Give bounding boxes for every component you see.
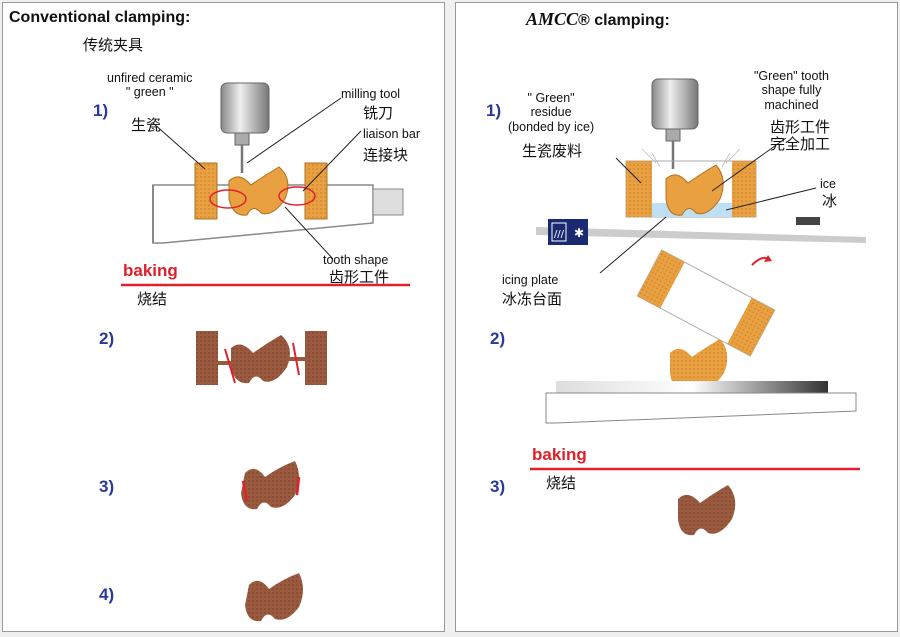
- label-ice-cn: 冰: [822, 193, 838, 210]
- freed-tooth-green: [670, 339, 728, 390]
- leader-lines: [152, 97, 362, 260]
- svg-text:✱: ✱: [574, 226, 584, 240]
- conventional-diagram: [121, 82, 410, 622]
- green-residue-left: [626, 161, 652, 217]
- green-residue-right: [732, 161, 756, 217]
- step-3-number: 3): [490, 477, 506, 496]
- step-2-number: 2): [490, 329, 506, 348]
- baking-label: baking: [123, 261, 178, 280]
- label-liaison-bar-cn: 连接块: [363, 147, 409, 164]
- left-title-cn: 传统夹具: [83, 37, 144, 54]
- step3-figure: [241, 461, 301, 510]
- label-icing-plate: icing plate: [502, 273, 559, 287]
- milling-tool: [220, 82, 270, 173]
- conventional-clamping-panel: Conventional clamping: 传统夹具 unfired cera…: [2, 2, 445, 632]
- right-title-suffix: ® clamping:: [578, 12, 670, 29]
- plate-step2: [545, 381, 857, 424]
- green-block-right: [304, 162, 328, 220]
- label-tooth-shape: tooth shape: [323, 253, 389, 267]
- tooth-shape-green: [665, 164, 724, 216]
- liaison-bar-right: [278, 186, 316, 206]
- milling-tool: [651, 78, 699, 169]
- step-1-number: 1): [93, 101, 109, 120]
- icing-plate: /// ✱: [536, 217, 866, 245]
- rotation-arrow-head: [764, 255, 772, 262]
- leader-lines: [599, 137, 817, 274]
- right-title: AMCC® clamping:: [526, 9, 670, 30]
- label-milling-tool: milling tool: [341, 87, 401, 101]
- label-tooth-machined: "Green" tooth shape fully machined: [754, 69, 829, 112]
- step-2-number: 2): [99, 329, 115, 348]
- label-ice: ice: [820, 177, 836, 191]
- milling-chips: [641, 148, 741, 168]
- label-liaison-bar: liaison bar: [363, 127, 420, 141]
- step-3-number: 3): [99, 477, 115, 496]
- left-title: Conventional clamping:: [9, 9, 191, 26]
- svg-text:///: ///: [554, 229, 565, 240]
- step2-figure: [196, 331, 327, 385]
- label-unfired-ceramic: unfired ceramic " green ": [107, 71, 193, 100]
- step-4-number: 4): [99, 585, 115, 604]
- step-1-number: 1): [486, 101, 502, 120]
- amcc-clamping-panel: /// ✱ AMCC® clamping:: [455, 2, 898, 632]
- step3-sintered-tooth: [678, 485, 736, 536]
- liaison-bar-left: [209, 189, 247, 209]
- baking-label: baking: [532, 445, 587, 464]
- amcc-logo: AMCC: [526, 9, 579, 29]
- green-block-left: [194, 162, 218, 220]
- label-green-residue: " Green" residue (bonded by ice): [508, 91, 595, 134]
- label-tooth-machined-cn: 齿形工件 完全加工: [770, 119, 831, 154]
- label-green-residue-cn: 生瓷废料: [522, 143, 583, 160]
- amcc-diagram: /// ✱: [530, 78, 866, 536]
- baking-label-cn: 烧结: [137, 291, 168, 308]
- tilted-residue-block: [636, 249, 776, 357]
- label-milling-tool-cn: 铣刀: [363, 105, 394, 122]
- step4-figure: [245, 573, 303, 622]
- label-icing-plate-cn: 冰冻台面: [502, 291, 563, 308]
- label-unfired-ceramic-cn: 生瓷: [131, 117, 162, 134]
- label-tooth-shape-cn: 齿形工件: [329, 269, 390, 286]
- baking-label-cn: 烧结: [546, 475, 577, 492]
